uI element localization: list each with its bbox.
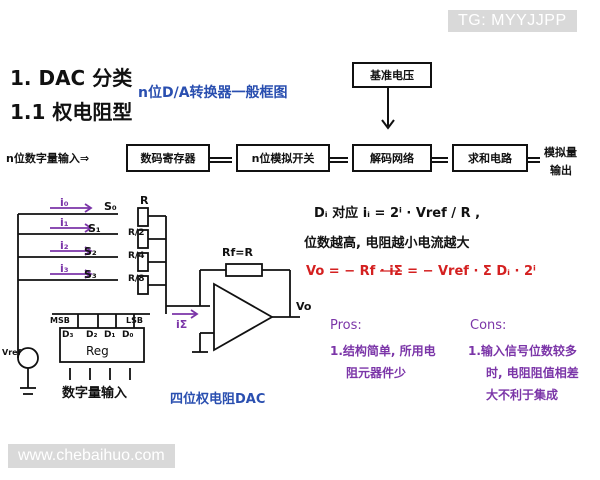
- ref-voltage-box: 基准电压: [352, 62, 432, 88]
- flow-output-line1: 模拟量: [544, 146, 577, 159]
- switch-label-s1: S₁: [88, 222, 101, 235]
- bit-label-d1: D₁: [104, 330, 116, 340]
- section-title: 1. DAC 分类: [10, 66, 133, 90]
- cons-text-1: 1.输入信号位数较多: [468, 344, 577, 358]
- bit-label-d0: D₀: [122, 330, 134, 340]
- handwritten-note: 1. DAC 分类 1.1 权电阻型 n位D/A转换器一般框图 基准电压 n位数…: [0, 48, 600, 426]
- circuit-wires: [17, 207, 300, 395]
- cons-text-2: 时, 电阻阻值相差: [486, 366, 579, 380]
- lsb-label: LSB: [126, 316, 143, 325]
- switch-label-s3: S₃: [84, 268, 97, 281]
- flow-box-summing: 求和电路: [452, 144, 528, 172]
- formula-current: Dᵢ 对应 iᵢ = 2ⁱ · Vref / R ,: [314, 206, 481, 221]
- switch-label-s0: S₀: [104, 200, 117, 213]
- switch-label-s2: S₂: [84, 245, 97, 258]
- telegram-tag: TG: MYYJJPP: [448, 10, 577, 32]
- resistor-label-r4: R/4: [128, 251, 145, 261]
- feedback-resistor: [225, 263, 263, 277]
- pros-text-1: 1.结构简单, 所用电: [330, 344, 436, 358]
- current-label-i0: i₀: [60, 196, 69, 209]
- formula-note: 位数越高, 电阻越小电流越大: [304, 236, 470, 251]
- current-label-i3: i₃: [60, 262, 69, 275]
- current-arrows: [50, 203, 199, 319]
- pros-text-2: 阻元器件少: [346, 366, 407, 380]
- flow-title: n位D/A转换器一般框图: [138, 85, 288, 101]
- flow-box-switch: n位模拟开关: [236, 144, 330, 172]
- op-amp-triangle: [213, 282, 274, 352]
- flow-box-register: 数码寄存器: [126, 144, 210, 172]
- cons-title: Cons:: [470, 318, 507, 333]
- feedback-resistor-label: Rf=R: [222, 246, 253, 259]
- formula-output: Vo = − Rf · iΣ = − Vref · Σ Dᵢ · 2ⁱ: [306, 264, 536, 279]
- resistor-label-r8: R/8: [128, 274, 145, 284]
- note-drawing: [17, 86, 540, 395]
- current-label-i2: i₂: [60, 239, 69, 252]
- top-bar: TG: MYYJJPP: [0, 0, 600, 48]
- flow-output-line2: 输出: [550, 164, 572, 177]
- site-watermark: www.chebaihuo.com: [8, 444, 175, 468]
- current-label-i1: i₁: [60, 216, 69, 229]
- pros-title: Pros:: [330, 318, 362, 333]
- register-label: Reg: [86, 344, 109, 358]
- vref-label: Vref: [2, 348, 22, 357]
- bit-label-d2: D₂: [86, 330, 98, 340]
- resistor-label-r2: R/2: [128, 228, 145, 238]
- digital-input-label: 数字量输入: [62, 386, 128, 401]
- ref-arrow-head: [381, 119, 395, 130]
- flow-input-label: n位数字量输入⇒: [6, 152, 90, 165]
- cons-text-3: 大不利于集成: [486, 388, 559, 402]
- sum-current-label: iΣ: [176, 318, 188, 331]
- msb-label: MSB: [50, 316, 70, 325]
- circuit-caption: 四位权电阻DAC: [170, 392, 266, 407]
- register-box: [59, 327, 145, 363]
- subsection-title: 1.1 权电阻型: [10, 100, 133, 124]
- output-voltage-label: Vo: [296, 300, 312, 313]
- flow-box-decoder: 解码网络: [352, 144, 432, 172]
- bit-label-d3: D₃: [62, 330, 74, 340]
- resistor-label-r: R: [140, 194, 149, 207]
